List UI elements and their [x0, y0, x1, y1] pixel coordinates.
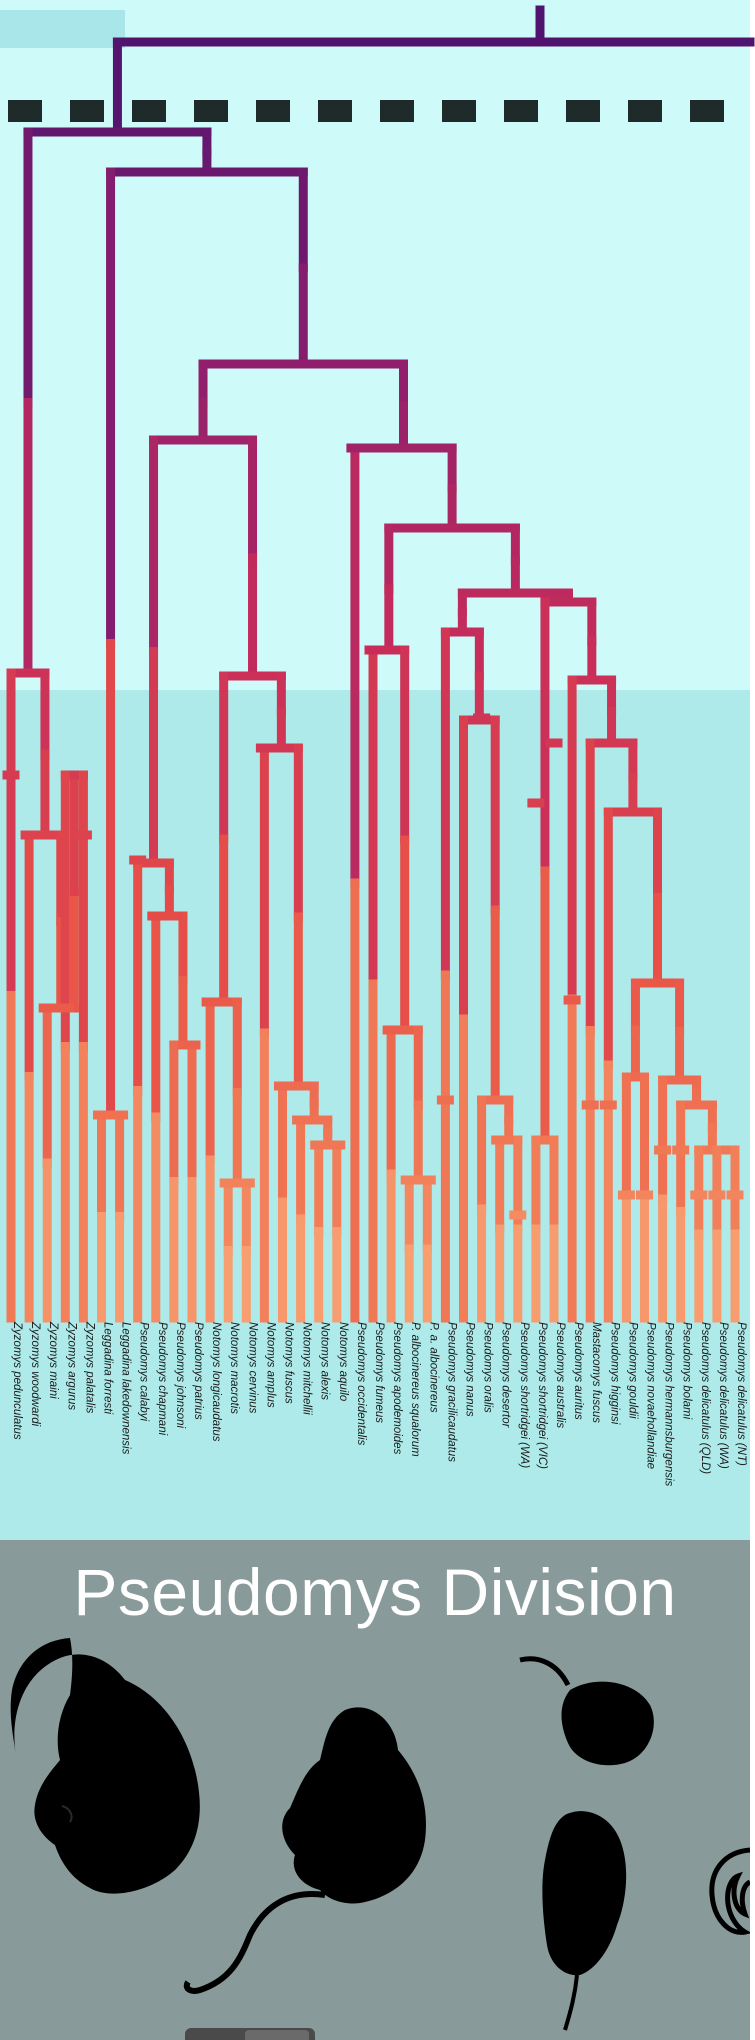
species-label: Pseudomys bolami — [681, 1322, 693, 1420]
division-title: Pseudomys Division — [73, 1555, 677, 1629]
species-label: Pseudomys australis — [554, 1322, 566, 1428]
species-label: Pseudomys auritus — [572, 1322, 584, 1420]
species-label: Notomys alexis — [319, 1322, 331, 1400]
species-label: Zyzomys woodwardi — [29, 1321, 41, 1427]
division-panel: Pseudomys Division — [0, 1540, 750, 2040]
species-label: Notomys fuscus — [283, 1322, 295, 1404]
species-label: Zyzomys pedunculatus — [11, 1321, 23, 1440]
species-label: Pseudomys chapmani — [156, 1322, 168, 1436]
mouse-body-silhouette — [542, 1811, 627, 2031]
species-label: Pseudomys delicatulus (WA) — [717, 1322, 729, 1469]
tail-silhouette — [709, 1847, 750, 1935]
upper-background — [0, 0, 750, 690]
species-label: Pseudomys fumeus — [373, 1322, 385, 1423]
tree-branches — [2, 5, 755, 1323]
species-label: Pseudomys apodemoides — [391, 1322, 403, 1455]
species-label: Leggadina forresti — [102, 1322, 114, 1415]
species-label: Notomys longicaudatus — [210, 1322, 222, 1442]
mouse-head-silhouette — [519, 1656, 654, 1766]
species-label: Pseudomys gouldii — [626, 1322, 638, 1419]
rat-left-silhouette — [10, 1638, 200, 1894]
species-label: Notomys cervinus — [246, 1322, 258, 1414]
phylogenetic-tree: Zyzomys pedunculatus Zyzomys woodwardi Zyz… — [0, 0, 755, 1540]
species-label: Pseudomys calabyi — [138, 1322, 150, 1422]
species-label: Pseudomys gracilicaudatus — [445, 1322, 457, 1462]
top-band — [0, 10, 125, 48]
species-label: Zyzomys palatalis — [83, 1321, 95, 1414]
hopping-mouse-silhouette — [183, 1707, 426, 1994]
species-label: Leggadina lakedownensis — [120, 1322, 132, 1455]
species-label: Pseudomys higginsi — [608, 1322, 620, 1425]
species-label: Pseudomys johnsoni — [174, 1322, 186, 1429]
species-label: Pseudomys occidentalis — [355, 1322, 367, 1446]
scrollbar-thumb[interactable] — [245, 2030, 309, 2040]
species-label: Pseudomys oralis — [482, 1322, 494, 1413]
species-label: Pseudomys novaehollandiae — [645, 1322, 657, 1469]
species-labels: Zyzomys pedunculatus Zyzomys woodwardi Zyz… — [11, 1321, 747, 1487]
species-label: Pseudomys nanus — [464, 1322, 476, 1417]
species-label: Zyzomys argurus — [65, 1321, 77, 1410]
species-label: P. albocinereus squalorum — [409, 1322, 421, 1457]
species-label: Notomys mitchellii — [301, 1322, 313, 1415]
species-label: Mastacomys fuscus — [590, 1322, 602, 1423]
species-label: Pseudomys shortridgei (VIC) — [536, 1322, 548, 1469]
species-label: Pseudomys shortridgei (WA) — [518, 1322, 530, 1468]
species-label: P. a. albocinereus — [427, 1322, 439, 1413]
species-label: Pseudomys hermannsburgensis — [663, 1322, 675, 1487]
species-label: Pseudomys delicatulus (NT) — [735, 1322, 747, 1466]
species-label: Notomys macrotis — [228, 1322, 240, 1414]
species-label: Pseudomys desertor — [500, 1322, 512, 1429]
species-label: Notomys amplus — [264, 1322, 276, 1408]
species-label: Notomys aquilo — [337, 1322, 349, 1402]
species-label: Zyzomys maini — [47, 1321, 59, 1399]
species-label: Pseudomys delicatulus (QLD) — [699, 1322, 711, 1474]
species-label: Pseudomys patrius — [192, 1322, 204, 1420]
